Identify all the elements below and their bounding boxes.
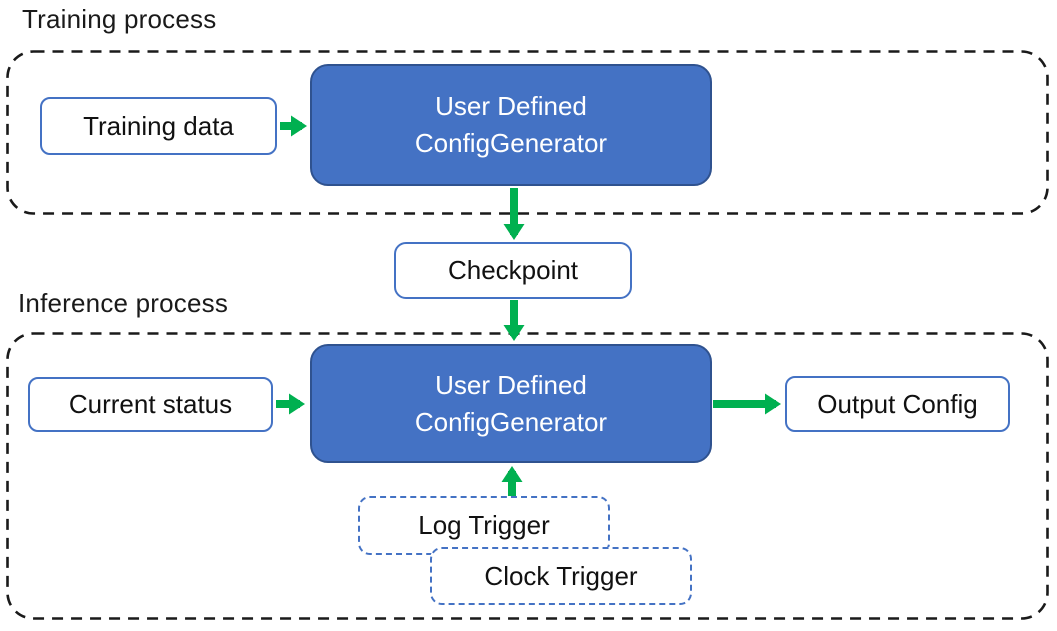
- config-generator-training-label-line2: ConfigGenerator: [414, 128, 608, 158]
- current-status-label: Current status: [68, 389, 233, 419]
- log-trigger-label: Log Trigger: [418, 510, 550, 540]
- output-config-node: Output Config: [785, 376, 1010, 432]
- output-config-label: Output Config: [817, 388, 978, 419]
- config-generator-inference-label-line2: ConfigGenerator: [414, 406, 608, 437]
- training-data-label: Training data: [83, 110, 234, 141]
- inference-process-label: Inference process: [18, 288, 229, 318]
- checkpoint-label: Checkpoint: [447, 255, 579, 285]
- config-generator-training-label-line1: User Defined: [435, 91, 587, 122]
- checkpoint-node: Checkpoint: [394, 242, 632, 299]
- clock-trigger-node: Clock Trigger: [430, 547, 692, 605]
- training-data-node: Training data: [40, 97, 277, 155]
- config-generator-inference-node: User Defined ConfigGenerator: [310, 344, 712, 463]
- config-generator-training-node: User Defined ConfigGenerator: [310, 64, 712, 186]
- current-status-node: Current status: [28, 377, 273, 432]
- clock-trigger-label: Clock Trigger: [484, 560, 638, 591]
- config-generator-inference-label-line1: User Defined: [435, 369, 587, 400]
- training-process-label: Training process: [22, 4, 217, 34]
